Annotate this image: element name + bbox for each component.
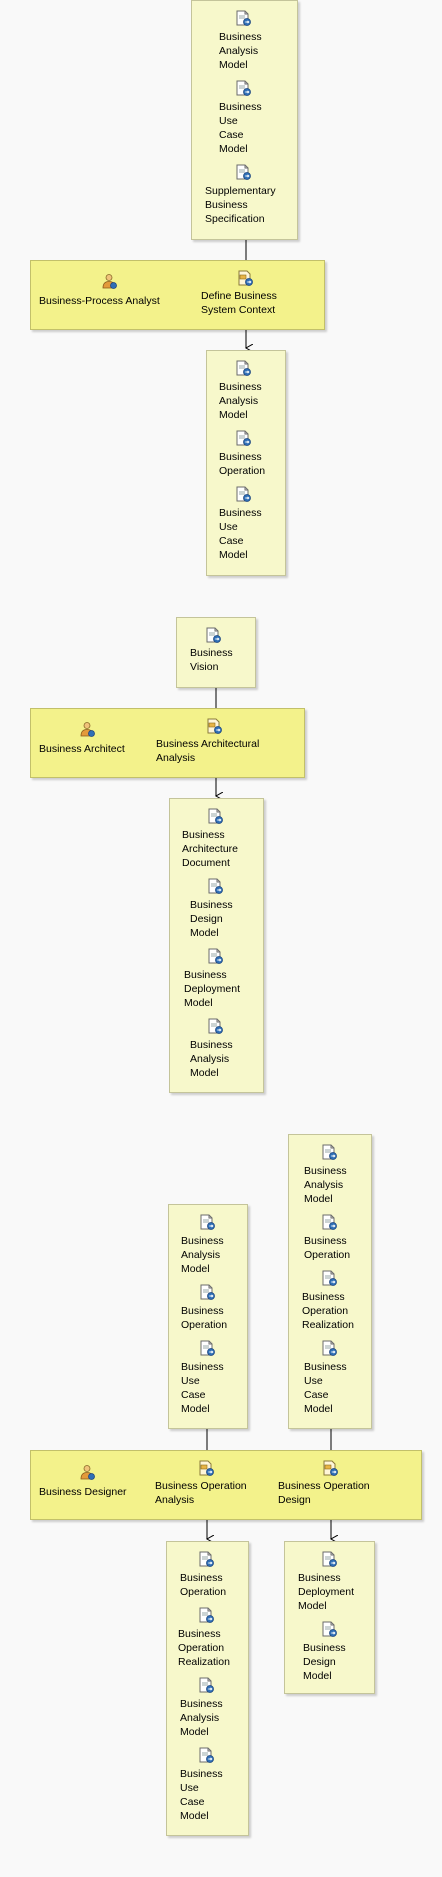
task-activity-icon	[237, 270, 255, 287]
role-worker-icon	[100, 273, 118, 290]
artifact-document-icon	[207, 948, 225, 965]
artifact-document-icon	[207, 1018, 225, 1035]
role-label[interactable]: Business Designer	[39, 1486, 127, 1498]
artifact-label[interactable]: Business Use Case Model	[219, 101, 262, 155]
artifact-label[interactable]: Business Analysis Model	[190, 1039, 233, 1079]
artifact-label[interactable]: Business Design Model	[190, 899, 233, 939]
artifact-document-icon	[321, 1214, 339, 1231]
artifact-label[interactable]: Business Vision	[190, 647, 233, 673]
artifact-label[interactable]: Business Analysis Model	[219, 381, 262, 421]
artifact-label[interactable]: Business Use Case Model	[219, 507, 262, 561]
input-artifacts-arch-analysis	[176, 617, 256, 688]
role-label[interactable]: Business Architect	[39, 743, 125, 755]
artifact-document-icon	[199, 1340, 217, 1357]
input-artifacts-define-context	[191, 0, 298, 240]
artifact-document-icon	[199, 1284, 217, 1301]
output-artifacts-define-context	[206, 350, 286, 576]
task-activity-icon	[206, 718, 224, 735]
artifact-document-icon	[235, 430, 253, 447]
artifact-document-icon	[235, 360, 253, 377]
artifact-document-icon	[235, 486, 253, 503]
artifact-document-icon	[198, 1677, 216, 1694]
artifact-label[interactable]: Business Use Case Model	[180, 1768, 223, 1822]
artifact-document-icon	[235, 80, 253, 97]
artifact-label[interactable]: Business Analysis Model	[181, 1235, 224, 1275]
artifact-label[interactable]: Business Operation	[219, 451, 266, 477]
artifact-document-icon	[207, 808, 225, 825]
artifact-document-icon	[198, 1607, 216, 1624]
artifact-document-icon	[321, 1621, 339, 1638]
artifact-label[interactable]: Business Architecture Document	[182, 829, 239, 869]
artifact-document-icon	[198, 1747, 216, 1764]
artifact-document-icon	[235, 10, 253, 27]
artifact-document-icon	[321, 1144, 339, 1161]
workflow-band-business-process-analyst	[30, 260, 325, 330]
task-activity-icon	[322, 1460, 340, 1477]
output-artifacts-arch-analysis	[169, 798, 264, 1093]
task-label[interactable]: Business Architectural Analysis	[156, 738, 260, 764]
workflow-band-business-architect	[30, 708, 305, 778]
role-worker-icon	[78, 721, 96, 738]
artifact-label[interactable]: Business Analysis Model	[180, 1698, 223, 1738]
role-label[interactable]: Business-Process Analyst	[39, 295, 160, 307]
artifact-document-icon	[199, 1214, 217, 1231]
artifact-document-icon	[198, 1551, 216, 1568]
artifact-label[interactable]: Business Deployment Model	[184, 969, 241, 1009]
artifact-label[interactable]: Business Use Case Model	[181, 1361, 224, 1415]
artifact-label[interactable]: Business Analysis Model	[219, 31, 262, 71]
artifact-document-icon	[321, 1551, 339, 1568]
artifact-document-icon	[321, 1340, 339, 1357]
artifact-label[interactable]: Business Operation Realization	[178, 1628, 230, 1668]
artifact-document-icon	[321, 1270, 339, 1287]
task-label[interactable]: Business Operation Design	[278, 1480, 370, 1506]
artifact-label[interactable]: Business Deployment Model	[298, 1572, 355, 1612]
artifact-label[interactable]: Business Operation	[181, 1305, 228, 1331]
input-artifacts-op-analysis	[168, 1204, 248, 1429]
artifact-label[interactable]: Business Operation	[180, 1572, 227, 1598]
role-worker-icon	[78, 1464, 96, 1481]
artifact-label[interactable]: Business Use Case Model	[304, 1361, 347, 1415]
artifact-label[interactable]: Business Operation Realization	[302, 1291, 354, 1331]
task-label[interactable]: Define Business System Context	[201, 290, 277, 316]
artifact-document-icon	[207, 878, 225, 895]
artifact-label[interactable]: Supplementary Business Specification	[205, 185, 276, 225]
task-label[interactable]: Business Operation Analysis	[155, 1480, 247, 1506]
workflow-band-business-designer	[30, 1450, 422, 1520]
artifact-label[interactable]: Business Design Model	[303, 1642, 346, 1682]
artifact-document-icon	[235, 164, 253, 181]
task-activity-icon	[198, 1460, 216, 1477]
artifact-document-icon	[205, 627, 223, 644]
artifact-label[interactable]: Business Operation	[304, 1235, 351, 1261]
artifact-label[interactable]: Business Analysis Model	[304, 1165, 347, 1205]
